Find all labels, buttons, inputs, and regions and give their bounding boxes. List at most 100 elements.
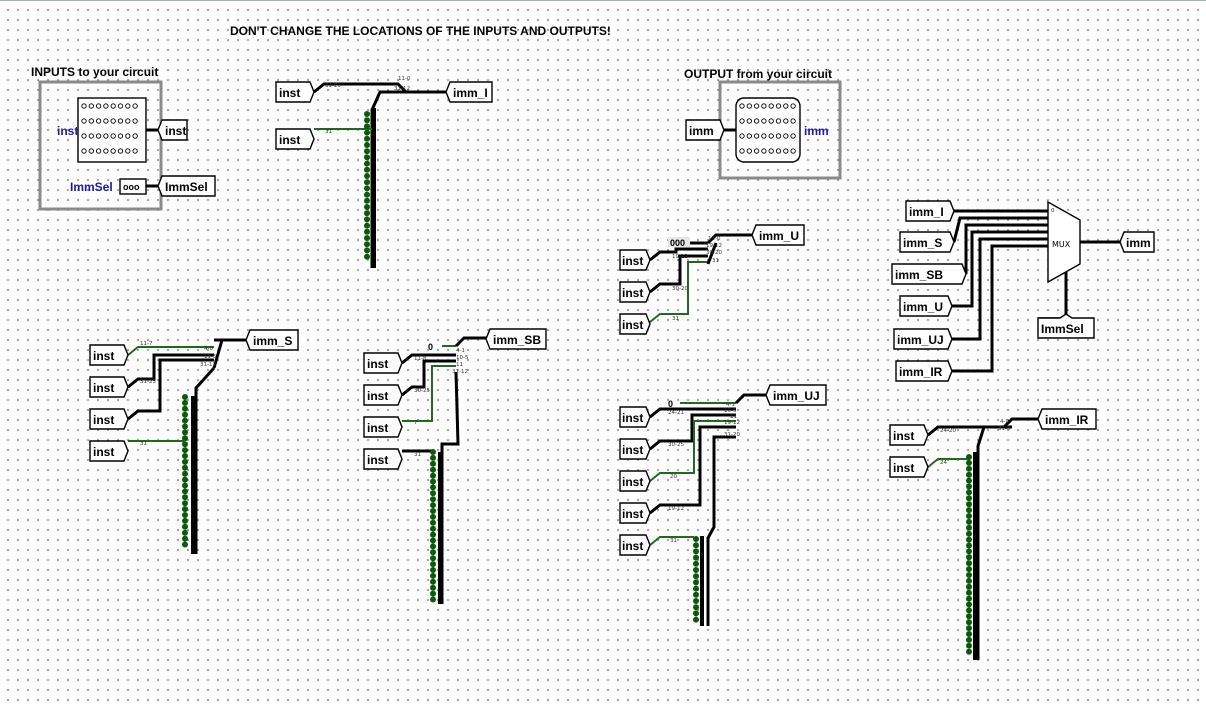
splitter-bit-dot xyxy=(430,549,436,556)
imm-uj-tunnel[interactable]: imm_UJ xyxy=(765,384,827,406)
pin-bit xyxy=(768,118,774,124)
svg-text:imm_SB: imm_SB xyxy=(895,268,943,282)
inst-tunnel-sb-4[interactable]: inst xyxy=(363,448,403,470)
splitter-bit-dot xyxy=(966,459,972,466)
imm-uj-tunnel-mux[interactable]: imm_UJ xyxy=(893,328,953,350)
inst-tunnel-uj-2[interactable]: inst xyxy=(619,438,651,460)
inst-tunnel-uj-4[interactable]: inst xyxy=(619,502,651,524)
svg-text:11: 11 xyxy=(730,414,737,420)
inst-tunnel-ir-1[interactable]: inst xyxy=(889,424,929,446)
splitter-bit-dot xyxy=(430,578,436,585)
svg-text:inst: inst xyxy=(622,507,643,521)
svg-text:11-8: 11-8 xyxy=(414,356,427,362)
splitter-bit-dot xyxy=(966,542,972,549)
inst-tunnel-ir-2[interactable]: inst xyxy=(889,456,929,478)
imm-ir-tunnel-mux[interactable]: imm_IR xyxy=(895,360,953,382)
inst-tunnel-s-3[interactable]: inst xyxy=(89,408,129,430)
imm-i-tunnel[interactable]: imm_I xyxy=(445,81,493,103)
inst-tunnel-uj-5[interactable]: inst xyxy=(619,534,651,556)
splitter-bit-dot xyxy=(182,399,188,406)
splitter-bit-dot xyxy=(693,604,699,611)
inst-tunnel-s-4[interactable]: inst xyxy=(89,440,129,462)
splitter-bit-dot xyxy=(430,584,436,591)
splitter-bit-dot xyxy=(430,555,436,562)
splitter-bit-dot xyxy=(966,601,972,608)
inst-tunnel-uj-1[interactable]: inst xyxy=(619,406,651,428)
imm-sb-tunnel[interactable]: imm_SB xyxy=(485,328,547,350)
inst-tunnel-s-2[interactable]: inst xyxy=(89,376,129,398)
imm-tunnel-output-panel[interactable]: imm xyxy=(685,119,725,141)
splitter-bit-dot xyxy=(966,619,972,626)
splitter-bit-dot xyxy=(966,572,972,578)
splitter-bit-dot xyxy=(364,253,370,260)
inst-tunnel-u-3[interactable]: inst xyxy=(619,313,651,335)
inst-tunnel-sb-3[interactable]: inst xyxy=(363,416,403,438)
immsel-input-pin[interactable]: ooo xyxy=(119,178,147,195)
pin-bit xyxy=(110,148,116,154)
splitter-bit-dot xyxy=(693,598,699,604)
inst-tunnel-i-2[interactable]: inst xyxy=(275,128,315,150)
splitter-bit-dot xyxy=(364,235,370,241)
inst-tunnel-u-2[interactable]: inst xyxy=(619,281,651,303)
svg-text:24-20: 24-20 xyxy=(940,428,956,434)
const-zero-uj[interactable]: 0 xyxy=(668,399,673,409)
pin-bit xyxy=(761,148,767,154)
svg-text:4-0: 4-0 xyxy=(1000,419,1009,425)
mux[interactable]: 0 MUX xyxy=(1047,200,1081,284)
splitter-bit-dot xyxy=(966,607,972,614)
svg-text:11-0: 11-0 xyxy=(398,76,411,82)
pin-bit xyxy=(117,148,124,154)
immsel-tunnel-mux[interactable]: ImmSel xyxy=(1037,313,1095,339)
imm-s-tunnel-mux[interactable]: imm_S xyxy=(899,231,955,253)
splitter-bit-dot xyxy=(693,536,699,542)
splitter-bit-dot xyxy=(182,464,188,471)
splitter-bit-dot xyxy=(966,518,972,525)
top-border xyxy=(0,0,1206,1)
svg-text:11-5: 11-5 xyxy=(204,354,217,360)
svg-text:4-1: 4-1 xyxy=(456,348,465,354)
splitter-bit-dot xyxy=(966,613,972,620)
inst-tunnel-input-panel[interactable]: inst xyxy=(157,119,188,141)
inst-tunnel-uj-3[interactable]: inst xyxy=(619,470,651,492)
pin-bit xyxy=(768,103,774,109)
splitter-bit-dot xyxy=(966,477,972,484)
inst-tunnel-u-1[interactable]: inst xyxy=(619,249,651,271)
imm-s-tunnel[interactable]: imm_S xyxy=(245,329,299,351)
imm-tunnel-mux-out[interactable]: imm xyxy=(1119,231,1155,253)
inputs-panel-title: INPUTS to your circuit xyxy=(31,65,158,79)
splitter-bit-dot xyxy=(430,590,436,597)
inst-tunnel-s-1[interactable]: inst xyxy=(89,344,129,366)
pin-bit xyxy=(790,103,796,109)
svg-text:0: 0 xyxy=(668,399,673,409)
splitter-bit-dot xyxy=(182,476,188,483)
splitter-bit-dot xyxy=(182,541,188,548)
pin-bit xyxy=(88,103,94,109)
svg-text:ooo: ooo xyxy=(123,182,140,192)
imm-uj-circuit: 24-21 30-25 20 19-12 31 4-1 10-5 11 19-1… xyxy=(649,393,768,626)
svg-text:10-5: 10-5 xyxy=(456,355,469,361)
splitter-bit-dot xyxy=(182,529,188,536)
const-zero-sb[interactable]: 0 xyxy=(428,342,433,352)
inst-input-pin[interactable] xyxy=(77,97,147,163)
splitter-bit-dot xyxy=(693,616,699,623)
imm-u-circuit: 19-12 30-20 31 11-0 19-12 30-20 31 xyxy=(649,233,752,323)
imm-u-tunnel-mux[interactable]: imm_U xyxy=(899,295,953,317)
output-panel-title: OUTPUT from your circuit xyxy=(684,67,832,81)
inst-tunnel-sb-2[interactable]: inst xyxy=(363,384,403,406)
pin-bit xyxy=(110,133,116,139)
const-000-u[interactable]: 000 xyxy=(670,238,685,248)
imm-i-tunnel-mux[interactable]: imm_I xyxy=(905,200,955,222)
svg-text:4-1: 4-1 xyxy=(726,402,735,408)
splitter-bit-dot xyxy=(966,548,972,555)
pin-bit xyxy=(761,118,767,124)
imm-u-tunnel[interactable]: imm_U xyxy=(751,224,805,246)
immsel-tunnel-input-panel[interactable]: ImmSel xyxy=(157,175,216,197)
svg-text:imm_I: imm_I xyxy=(909,205,944,219)
svg-text:19-12: 19-12 xyxy=(668,506,684,512)
imm-ir-tunnel[interactable]: imm_IR xyxy=(1037,408,1097,430)
splitter-bit-dot xyxy=(182,506,188,513)
imm-sb-tunnel-mux[interactable]: imm_SB xyxy=(891,263,967,285)
inst-tunnel-sb-1[interactable]: inst xyxy=(363,352,403,374)
inst-tunnel-i-1[interactable]: inst xyxy=(275,81,315,103)
